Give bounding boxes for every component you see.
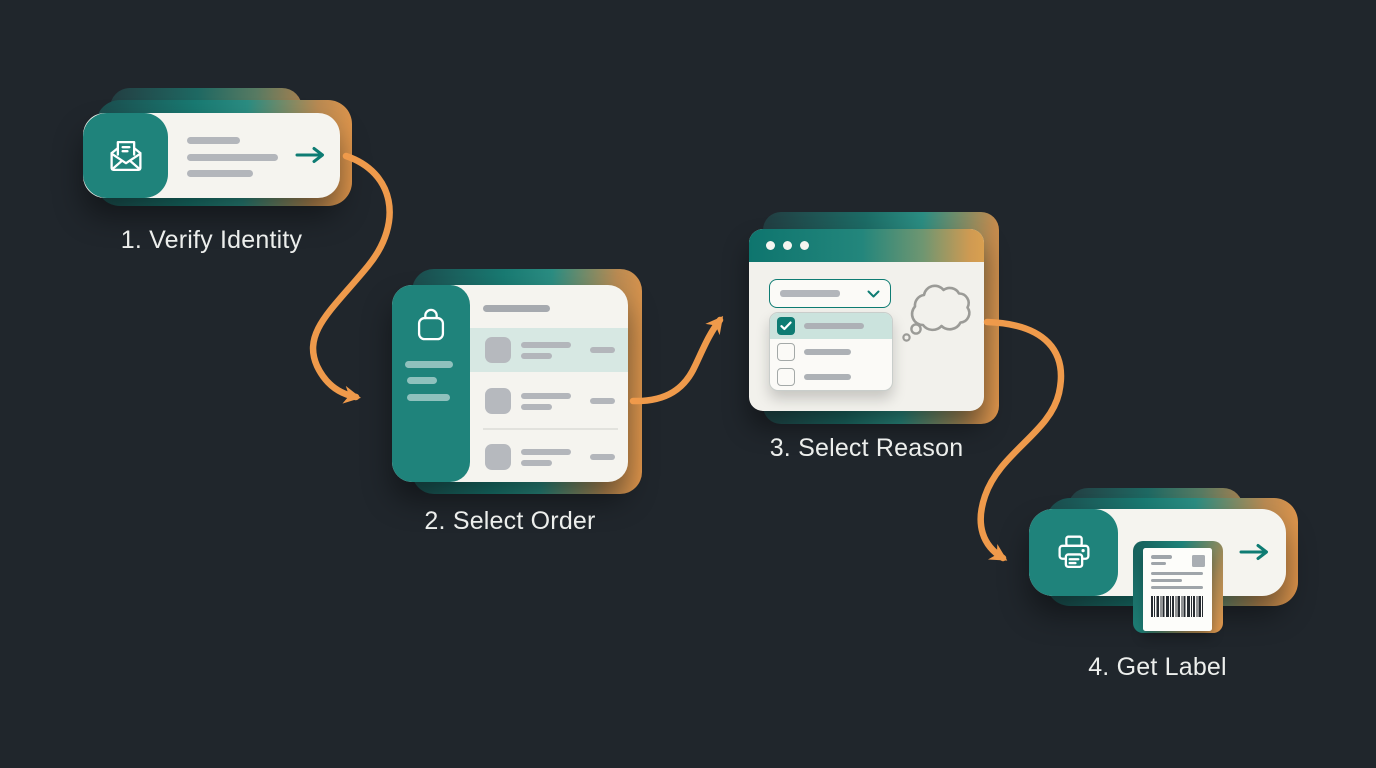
order-price-placeholder: [590, 454, 615, 460]
order-price-placeholder: [590, 347, 615, 353]
sidebar-placeholder: [405, 361, 453, 368]
printer-icon: [1057, 535, 1090, 568]
text-placeholder: [187, 170, 253, 177]
step-2-group: 2. Select Order: [392, 269, 652, 544]
reason-option: [770, 339, 892, 365]
barcode-icon: [1151, 596, 1203, 617]
reason-options-panel: [769, 312, 893, 391]
text-placeholder: [187, 154, 278, 161]
row-divider: [483, 428, 618, 430]
option-text-placeholder: [804, 322, 864, 329]
label-text-placeholder: [1151, 579, 1182, 582]
step-2-card: [392, 285, 628, 482]
order-row-selected: [470, 328, 628, 372]
label-text-placeholder: [1151, 555, 1172, 559]
shopping-bag-icon: [417, 308, 445, 341]
window-dot-icon: [783, 241, 792, 250]
list-header-placeholder: [483, 305, 550, 312]
step-4-group: 4. Get Label: [1029, 488, 1309, 698]
step-4-icon-block: [1029, 509, 1118, 596]
step-1-label: 1. Verify Identity: [120, 226, 303, 254]
label-rule: [1151, 586, 1203, 589]
checkbox-unchecked-icon: [777, 368, 795, 387]
step-2-label: 2. Select Order: [424, 507, 596, 535]
dropdown-value-placeholder: [780, 290, 840, 297]
sidebar-placeholder: [407, 394, 450, 401]
arrow-right-icon: [295, 147, 324, 163]
step-3-window: [749, 229, 984, 411]
window-dot-icon: [766, 241, 775, 250]
text-placeholder: [187, 137, 240, 144]
open-envelope-icon: [109, 140, 142, 171]
sidebar-placeholder: [407, 377, 437, 384]
label-text-placeholder: [1151, 561, 1166, 565]
step-1-group: 1. Verify Identity: [82, 88, 362, 268]
order-thumbnail: [485, 444, 511, 470]
order-thumbnail: [485, 388, 511, 414]
window-dot-icon: [800, 241, 809, 250]
window-titlebar: [749, 229, 984, 262]
order-text-placeholder: [521, 448, 571, 466]
order-price-placeholder: [590, 398, 615, 404]
option-text-placeholder: [804, 348, 851, 355]
order-text-placeholder: [521, 392, 571, 410]
order-text-placeholder: [521, 341, 571, 359]
label-rule: [1151, 572, 1203, 575]
reason-option: [770, 364, 892, 390]
checkbox-unchecked-icon: [777, 342, 795, 361]
chevron-down-icon: [867, 290, 880, 297]
option-text-placeholder: [804, 374, 851, 381]
arrow-right-icon: [1239, 544, 1268, 560]
step-1-icon-block: [83, 113, 168, 198]
thought-bubble-icon: [902, 284, 971, 342]
step-1-card: [83, 113, 340, 198]
label-stamp: [1192, 555, 1205, 567]
step-2-sidebar: [392, 285, 470, 482]
checkbox-checked-icon: [777, 316, 795, 335]
order-row: [470, 435, 628, 479]
shipping-label: [1143, 548, 1212, 631]
reason-option-checked: [770, 313, 892, 339]
order-row: [470, 379, 628, 423]
reason-dropdown: [769, 279, 891, 308]
step-3-label: 3. Select Reason: [769, 434, 964, 462]
step-4-label: 4. Get Label: [1088, 653, 1227, 681]
step-3-group: 3. Select Reason: [749, 212, 1009, 472]
order-thumbnail: [485, 337, 511, 363]
